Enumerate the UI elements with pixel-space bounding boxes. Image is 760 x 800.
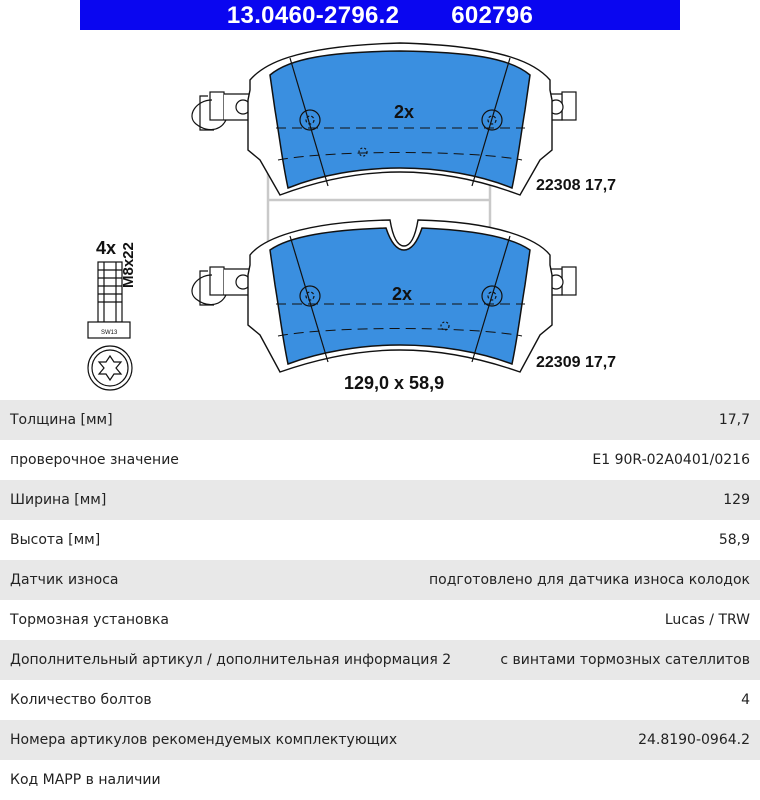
spec-row: Высота [мм] 58,9 xyxy=(0,520,760,560)
spec-label: проверочное значение xyxy=(10,452,179,468)
spec-label: Тормозная установка xyxy=(10,612,169,628)
top-pad-qty: 2x xyxy=(394,102,415,122)
part-number-banner: 13.0460-2796.2 602796 xyxy=(80,0,680,30)
part-number: 13.0460-2796.2 xyxy=(226,2,400,29)
spec-label: Толщина [мм] xyxy=(10,412,113,428)
spec-value: 129 xyxy=(723,492,750,508)
spec-row: проверочное значение E1 90R-02A0401/0216 xyxy=(0,440,760,480)
spec-value: 24.8190-0964.2 xyxy=(638,732,750,748)
bolt-head-label: SW13 xyxy=(101,330,118,336)
spec-row: Толщина [мм] 17,7 xyxy=(0,400,760,440)
spec-row: Датчик износа подготовлено для датчика из… xyxy=(0,560,760,600)
spec-row: Ширина [мм] 129 xyxy=(0,480,760,520)
bottom-pad-code: 22309 17,7 xyxy=(536,354,617,371)
top-pad-code: 22308 17,7 xyxy=(536,177,617,194)
bottom-pad xyxy=(191,219,577,373)
spec-value: Lucas / TRW xyxy=(664,612,750,628)
spec-label: Датчик износа xyxy=(10,572,119,588)
specs-table: Толщина [мм] 17,7 проверочное значение E1 … xyxy=(0,400,760,800)
spec-label: Ширина [мм] xyxy=(10,492,107,508)
spec-row: Тормозная установка Lucas / TRW xyxy=(0,600,760,640)
bottom-pad-qty: 2x xyxy=(392,284,413,304)
spec-row: Номера артикулов рекомендуемых комплекту… xyxy=(0,720,760,760)
spec-value: E1 90R-02A0401/0216 xyxy=(592,452,750,468)
top-pad xyxy=(191,42,577,196)
pad-dimensions: 129,0 x 58,9 xyxy=(344,373,445,393)
spec-label: Высота [мм] xyxy=(10,532,101,548)
bolt-thread: M8x22 xyxy=(120,242,137,288)
spec-label: Дополнительный артикул / дополнительная … xyxy=(10,652,452,668)
spec-value: 58,9 xyxy=(718,532,750,548)
spec-row: Код МАРР в наличии xyxy=(0,760,760,800)
spec-value: 4 xyxy=(741,692,750,708)
spec-value: подготовлено для датчика износа колодок xyxy=(428,572,750,588)
brake-pad-diagram: Ate xyxy=(87,42,577,391)
brake-pad-drawing: Ate xyxy=(0,30,760,400)
spec-label: Номера артикулов рекомендуемых комплекту… xyxy=(10,732,398,748)
bolt-qty: 4x xyxy=(96,238,117,258)
spec-label: Код МАРР в наличии xyxy=(10,772,161,788)
spec-value: 17,7 xyxy=(718,412,750,428)
spec-label: Количество болтов xyxy=(10,692,152,708)
spec-value: с винтами тормозных сателлитов xyxy=(500,652,750,668)
alt-part-number: 602796 xyxy=(451,2,534,29)
spec-row: Дополнительный артикул / дополнительная … xyxy=(0,640,760,680)
spec-row: Количество болтов 4 xyxy=(0,680,760,720)
bolt-diagram xyxy=(87,261,133,391)
